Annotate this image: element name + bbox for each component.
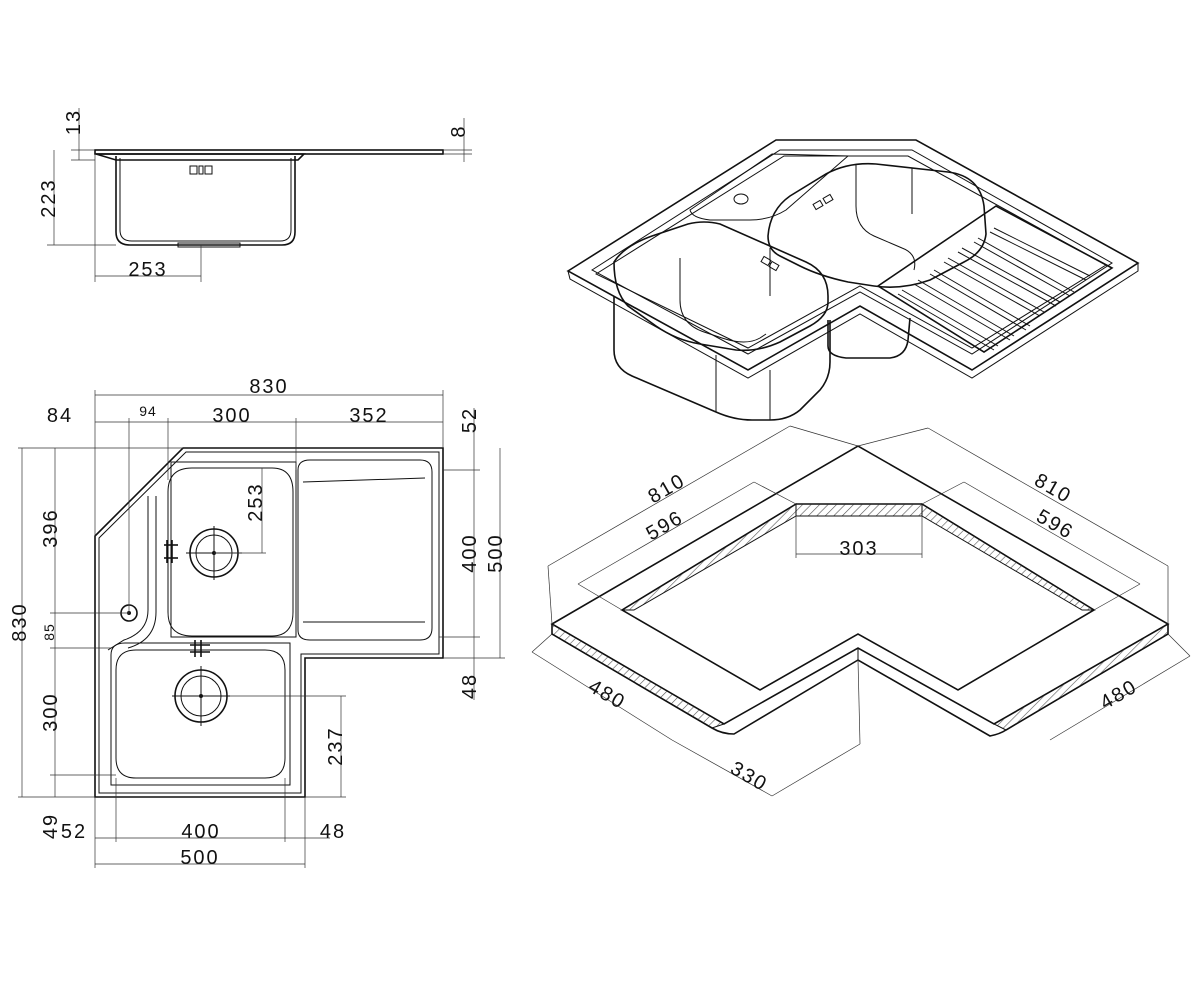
dim-left-margin: 52 — [61, 821, 87, 843]
dim-lower-bowl-depth: 237 — [325, 726, 347, 765]
side-view-dimensions: 13 223 8 253 — [38, 108, 472, 282]
dim-lower-outer: 500 — [180, 847, 219, 869]
side-view: 13 223 8 253 — [38, 108, 472, 282]
dim-lip-thickness: 13 — [63, 109, 85, 135]
dim-corner-offset: 84 — [47, 405, 73, 427]
lower-drain-icon — [172, 666, 230, 726]
dim-top-margin: 52 — [459, 407, 481, 433]
dim-lower-bowl-width: 400 — [181, 821, 220, 843]
dim-outer-right: 810 — [1030, 469, 1075, 508]
lower-overflow-icon — [190, 640, 210, 657]
dim-right-margin: 48 — [459, 673, 481, 699]
dim-upper-bowl-depth: 253 — [245, 482, 267, 521]
isometric-overflow-left-icon — [760, 255, 780, 272]
side-view-outline — [94, 149, 444, 248]
plan-view: 830 84 94 300 352 830 396 85 300 49 253 — [9, 376, 507, 869]
dim-bottom-margin: 49 — [40, 813, 62, 839]
overflow-slot-icon — [189, 165, 213, 175]
isometric-view — [566, 139, 1140, 421]
dim-drainer-width: 352 — [349, 405, 388, 427]
dim-tap-gap: 85 — [41, 623, 57, 641]
plan-view-outline — [94, 447, 444, 798]
dim-corner-depth: 330 — [726, 757, 771, 796]
drainer-ribs — [876, 205, 1114, 353]
dim-tap-offset: 94 — [139, 403, 157, 419]
cutout-view: 810 810 596 596 303 480 480 — [531, 425, 1191, 797]
dim-overall-height: 830 — [9, 602, 31, 641]
dim-overall-width: 830 — [249, 376, 288, 398]
dim-arm-left: 480 — [584, 675, 629, 714]
dim-arm-right: 480 — [1096, 675, 1141, 714]
dim-drain-board-thickness: 8 — [448, 124, 470, 137]
dim-upper-height: 396 — [40, 508, 62, 547]
dim-drainer-inner: 400 — [459, 533, 481, 572]
dim-inner-left: 596 — [642, 506, 687, 545]
dim-lower-right-margin: 48 — [320, 821, 346, 843]
dim-bowl-width: 253 — [128, 259, 167, 281]
dim-lower-height: 300 — [40, 692, 62, 731]
dim-depth: 223 — [38, 178, 60, 217]
dim-drainer-outer: 500 — [485, 533, 507, 572]
dim-bowl-pitch: 300 — [212, 405, 251, 427]
dim-outer-left: 810 — [644, 469, 689, 508]
isometric-overflow-right-icon — [812, 193, 834, 211]
dim-inner-right: 596 — [1032, 505, 1077, 544]
plan-view-dimensions: 830 84 94 300 352 830 396 85 300 49 253 — [9, 376, 507, 869]
upper-overflow-icon — [164, 540, 178, 563]
dim-corner-width: 303 — [839, 538, 878, 560]
